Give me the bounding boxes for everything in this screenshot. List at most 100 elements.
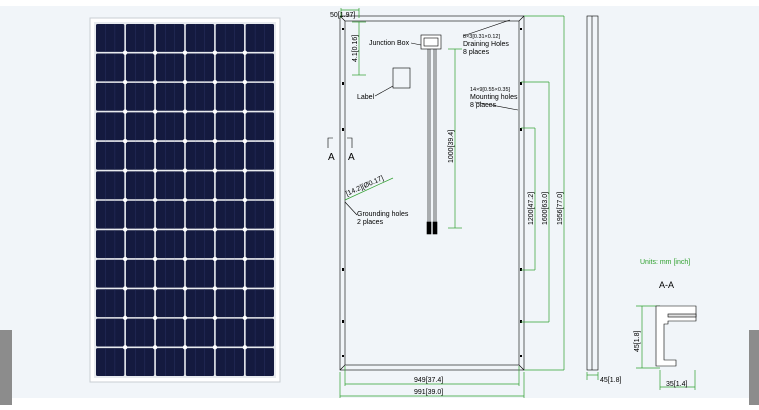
cell-corner-dot [152,286,158,291]
solar-cell [125,230,155,259]
solar-cell [215,53,245,82]
cell-corner-dot [212,79,218,85]
section-profile [655,305,697,367]
cell-corner-dot [242,138,248,144]
cell-corner-dot [152,79,158,85]
solar-cell [185,259,215,288]
cell-corner-dot [242,79,248,85]
cell-corner-dot [212,315,218,321]
cell-corner-dot [122,256,128,262]
solar-cell [155,318,185,347]
solar-cell [185,230,215,259]
cell-corner-dot [152,227,158,232]
cell-corner-dot [182,109,188,114]
connector-left [426,221,432,235]
drawing-labels: Junction Box Label 8×3[0.31×0.12] Draini… [328,34,690,290]
connector-right [432,221,438,235]
grounding-text-1: Grounding holes [357,211,409,218]
solar-cell [155,348,185,376]
corner-line [518,364,525,371]
solar-cell [185,24,215,52]
section-mark-right [347,137,353,148]
cell-corner-dot [242,227,248,232]
solar-cell [215,141,245,170]
dim-depth-45: 45[1.8] [634,331,641,352]
solar-cell [245,200,274,229]
solar-cell [125,348,155,376]
solar-cell [245,318,274,347]
section-a-right: A [348,152,355,163]
solar-cell [155,141,185,170]
cell-corner-dot [212,168,218,173]
cell-corner-dot [242,286,248,291]
cell-corner-dot [212,197,218,203]
cell-corner-dot [122,109,128,114]
solar-cell [96,259,125,288]
solar-cell [215,112,245,141]
solar-cell [125,112,155,141]
cell-corner-dot [122,345,128,350]
grounding-leader [344,201,358,216]
back-frame-outer [339,15,525,371]
section-a-left: A [328,152,335,163]
solar-cell [245,171,274,200]
dim-1600: 1600[63.0] [542,192,549,225]
cell-corner-dot [182,197,188,203]
solar-cell [96,171,125,200]
cell-corner-dot [212,50,218,55]
solar-cell [245,348,274,376]
dim-outer-width: 991[39.0] [414,389,443,396]
cell-corner-dot [182,227,188,232]
solar-cell [245,289,274,318]
solar-cell [155,53,185,82]
solar-cell [155,259,185,288]
cell-corner-dot [122,227,128,232]
solar-cell [215,230,245,259]
cell-corner-dot [152,138,158,144]
panel-cells [96,24,274,376]
cell-corner-dot [182,138,188,144]
cell-corner-dot [212,286,218,291]
solar-cell [125,141,155,170]
cell-corner-dot [152,168,158,173]
label-box [392,67,411,89]
solar-cell [125,171,155,200]
panel-front-view [89,17,281,383]
solar-cell [125,318,155,347]
solar-cell [185,289,215,318]
dim-small-v: 4.1[0.16] [352,35,359,62]
solar-cell [185,53,215,82]
junction-box-inner [423,37,439,47]
mount-holes-text-1: Mounting holes [470,94,518,101]
cell-corner-dot [152,109,158,114]
cell-corner-dot [152,256,158,262]
drain-holes-text-2: 8 places [463,49,490,56]
dim-section-35: 35[1.4] [666,381,687,388]
cell-corner-dot [212,138,218,144]
cell-corner-dot [242,197,248,203]
dim-side-width: 45[1.8] [600,377,621,384]
dim-top-left: 50[1.97] [330,12,355,19]
solar-cell [215,289,245,318]
dim-1956: 1956[77.0] [557,192,564,225]
cell-corner-dot [122,168,128,173]
solar-cell [245,112,274,141]
solar-cell [185,112,215,141]
section-mark-left [327,137,333,148]
solar-cell [96,53,125,82]
cell-corner-dot [242,168,248,173]
drain-holes-text-1: Draining Holes [463,41,509,48]
solar-cell [155,230,185,259]
cell-corner-dot [242,345,248,350]
solar-cell [215,348,245,376]
solar-cell [245,230,274,259]
solar-cell [185,318,215,347]
solar-cell [245,82,274,111]
cell-corner-dot [122,138,128,144]
dim-1200: 1200[47.2] [528,192,535,225]
label-leader [374,85,394,97]
junction-box-label: Junction Box [369,40,410,47]
label-text: Label [357,94,375,101]
solar-cell [96,200,125,229]
